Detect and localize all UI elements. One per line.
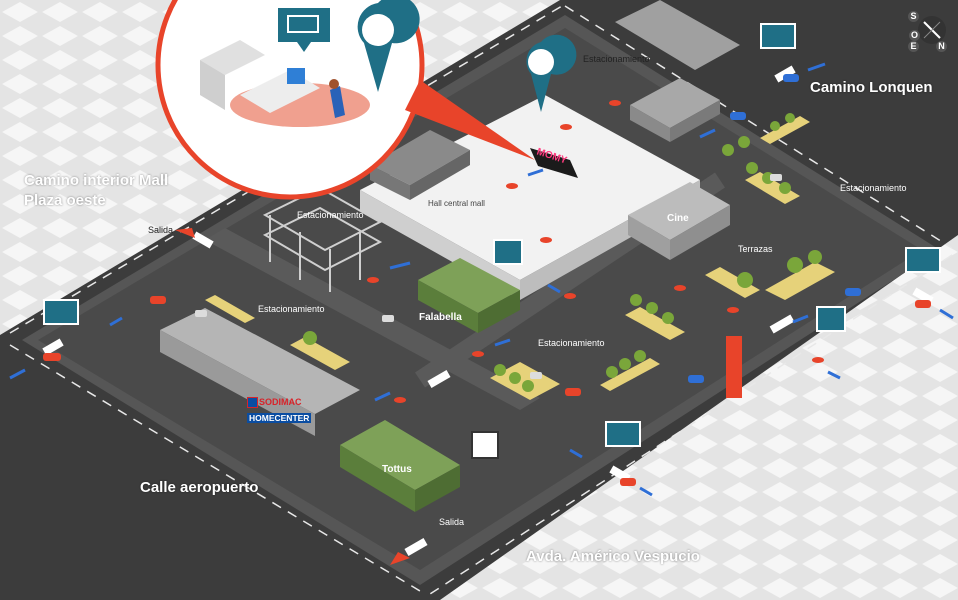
parked-car-icon xyxy=(43,74,931,486)
compass-e: E xyxy=(908,41,919,52)
street-camino-interior: Camino interior Mall xyxy=(24,172,169,189)
sodimac-top-text: SODIMAC xyxy=(259,397,302,407)
label-terrazas: Terrazas xyxy=(738,244,773,254)
building-hall-west xyxy=(370,130,470,185)
signage-pole xyxy=(726,336,742,398)
label-cine: Cine xyxy=(667,213,689,224)
street-americo-vespucio: Avda. Américo Vespucio xyxy=(526,548,700,565)
car-sign-icon xyxy=(43,23,941,447)
label-parking-right: Estacionamiento xyxy=(840,183,907,193)
label-salida-bottom: Salida xyxy=(439,517,465,527)
label-parking-center: Estacionamiento xyxy=(538,338,605,348)
momy-storefront xyxy=(530,148,578,178)
mall-roof xyxy=(360,95,700,280)
compass-s: S xyxy=(908,11,919,22)
box-icon xyxy=(287,68,305,84)
label-parking-left-upper: Estacionamiento xyxy=(297,210,364,220)
building-falabella xyxy=(418,258,520,313)
store-staff-icon xyxy=(278,8,330,52)
store-callout xyxy=(155,0,535,200)
building-cine xyxy=(628,182,730,240)
exit-arrow-icon xyxy=(175,228,410,565)
label-parking-left: Estacionamiento xyxy=(258,304,325,314)
traffic-arrows xyxy=(9,62,954,497)
building-tottus xyxy=(340,420,460,490)
label-salida-top: Salida xyxy=(148,225,174,235)
person-icon xyxy=(367,100,824,403)
building-north xyxy=(615,0,740,70)
compass-icon: S O E N xyxy=(906,8,954,56)
label-hall: Hall central mall xyxy=(428,199,485,208)
sodimac-house-icon xyxy=(247,397,258,408)
compass-o: O xyxy=(909,30,920,41)
street-camino-lonquen: Camino Lonquen xyxy=(810,79,933,96)
tree-icon xyxy=(303,113,822,392)
street-calle-aeropuerto: Calle aeropuerto xyxy=(140,479,259,496)
street-plaza-oeste: Plaza oeste xyxy=(24,192,106,209)
label-falabella: Falabella xyxy=(419,312,462,323)
label-tottus: Tottus xyxy=(382,464,412,475)
shopping-cart-pin-icon xyxy=(357,0,577,113)
sodimac-logo: SODIMAC HOMECENTER xyxy=(247,397,325,423)
sodimac-bottom-text: HOMECENTER xyxy=(247,413,312,423)
compass-n: N xyxy=(936,41,947,52)
building-north-east xyxy=(630,78,720,128)
brand-sign xyxy=(471,431,499,459)
building-sodimac xyxy=(160,308,360,414)
planters xyxy=(205,116,835,400)
label-parking-top: Estacionamiento xyxy=(583,54,650,64)
pedestrian-sign-icon xyxy=(493,239,846,332)
